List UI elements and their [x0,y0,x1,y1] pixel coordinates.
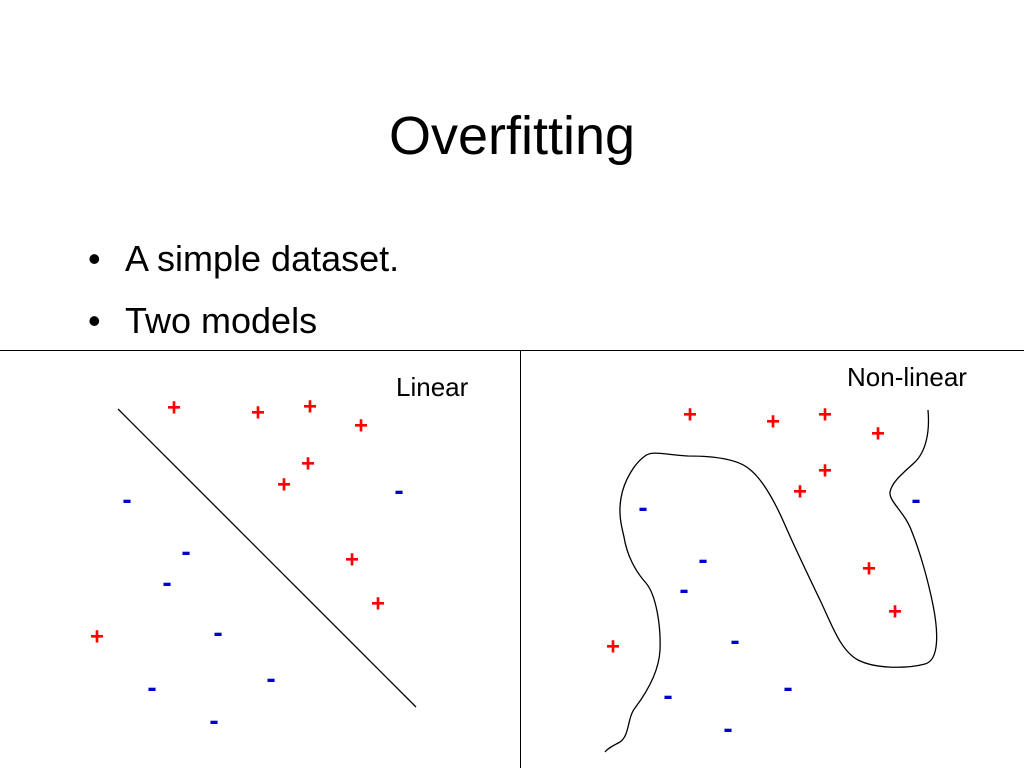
positive-point: + [606,634,620,661]
negative-point: - [783,672,792,703]
negative-point: - [723,713,732,744]
positive-point: + [301,451,315,478]
negative-point: - [394,475,403,506]
bullet-text: A simple dataset. [125,238,400,279]
positive-point: + [167,395,181,422]
linear-decision-boundary [117,408,417,708]
negative-point: - [730,625,739,656]
slide-title: Overfitting [388,106,636,166]
positive-point: + [818,458,832,485]
nonlinear-panel-label: Non-linear [847,362,967,392]
bullet-text: Two models [125,300,318,341]
linear-panel-label: Linear [396,372,469,402]
bullet-item: • A simple dataset. [88,235,399,297]
positive-point: + [90,624,104,651]
positive-point: + [683,402,697,429]
negative-point: - [266,663,275,694]
negative-point: - [698,544,707,575]
vertical-divider [520,350,521,768]
positive-point: + [303,394,317,421]
bullet-list: • A simple dataset. • Two models [88,235,399,359]
negative-point: - [911,484,920,515]
nonlinear-decision-boundary [604,409,938,753]
bullet-dot-icon: • [88,238,101,279]
positive-point: + [862,556,876,583]
negative-point: - [147,672,156,703]
bullet-dot-icon: • [88,300,101,341]
positive-point: + [251,400,265,427]
positive-point: + [345,547,359,574]
linear-panel-points: ++++++----+++---- [90,394,404,736]
negative-point: - [162,567,171,598]
negative-point: - [213,617,222,648]
negative-point: - [181,536,190,567]
negative-point: - [638,492,647,523]
negative-point: - [122,484,131,515]
positive-point: + [888,599,902,626]
nonlinear-panel-points: ++++++----+++---- [606,402,921,744]
negative-point: - [679,574,688,605]
positive-point: + [766,409,780,436]
positive-point: + [277,472,291,499]
bullet-item: • Two models [88,297,399,359]
negative-point: - [209,705,218,736]
positive-point: + [371,591,385,618]
positive-point: + [793,479,807,506]
positive-point: + [871,421,885,448]
horizontal-divider [0,350,1024,351]
positive-point: + [354,413,368,440]
positive-point: + [818,402,832,429]
negative-point: - [663,680,672,711]
